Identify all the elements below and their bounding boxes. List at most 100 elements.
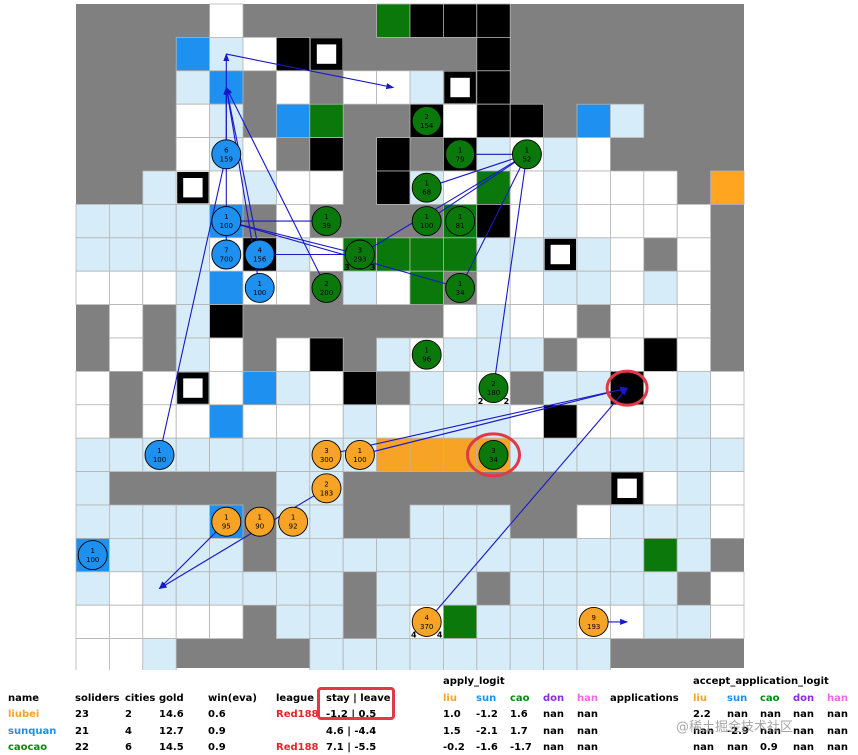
unit-count-label: 1 [424,213,428,221]
map-cell [376,237,411,272]
map-cell [109,538,144,573]
map-cell [275,337,311,372]
map-cell [376,337,411,372]
map-cell [576,237,611,272]
corner-count-label: 4 [437,631,443,640]
map-cell [109,237,144,272]
map-cell [342,638,378,670]
map-cell [142,203,177,239]
map-cell [509,237,545,272]
map-cell [142,638,177,670]
unit-soldiers-label: 34 [489,456,498,464]
row-liubei-accept-han: nan [827,709,848,720]
map-cell [643,504,678,539]
map-cell [409,437,444,473]
map-cell [610,437,645,473]
army-unit [578,606,609,637]
map-cell [442,504,478,539]
row-liubei-accept-sun: nan [727,709,748,720]
map-cell [442,337,478,372]
map-cell [543,203,578,239]
map-cell [610,270,645,306]
map-cell [576,638,611,670]
map-cell [275,604,311,640]
unit-count-label: 2 [324,280,328,288]
map-cell [342,538,378,573]
unit-soldiers-label: 100 [353,456,366,464]
map-cell [142,538,177,573]
army-unit [311,272,342,303]
move-arrow [158,153,228,456]
row-liubei-soliders: 23 [75,709,89,720]
army-unit [478,439,509,470]
map-cell [242,404,277,439]
map-cell [610,404,645,439]
accept-logit-title: accept_application_logit [693,676,829,687]
board-svg: 6159110077004156110011001100215417915216… [75,3,745,670]
map-cell [610,571,645,606]
army-unit [311,439,342,470]
move-arrow [459,154,528,289]
map-cell [610,304,645,339]
map-cell [476,337,511,372]
map-cell [309,571,344,606]
map-cell [309,370,344,406]
map-cell [643,404,678,439]
unit-soldiers-label: 52 [522,155,531,163]
map-cell [509,103,545,138]
unit-soldiers-label: 96 [422,356,431,364]
unit-soldiers-label: 370 [420,623,433,631]
map-cell [275,270,311,306]
map-cell [209,304,244,339]
map-cell [576,437,611,473]
map-cell [376,137,411,172]
unit-count-label: 1 [257,280,261,288]
unit-count-label: 4 [424,614,429,622]
army-unit [244,272,275,303]
map-cell [442,604,478,640]
map-cell [576,103,611,138]
unit-count-label: 1 [458,280,462,288]
map-cell [509,538,545,573]
unit-count-label: 1 [224,514,228,522]
map-cell [376,604,411,640]
army-unit [445,272,476,303]
map-cell [409,270,444,306]
fortress-icon [611,472,643,505]
map-cell [309,638,344,670]
map-cell [676,337,712,372]
map-cell [309,137,344,172]
unit-count-label: 1 [458,213,462,221]
map-cell [576,538,611,573]
map-cell [543,404,578,439]
row-sunquan-accept-sun: -2.9 [727,726,749,737]
map-cell [710,437,745,473]
map-cell [576,137,611,172]
map-cell [209,270,244,306]
move-arrow [226,53,395,90]
unit-soldiers-label: 293 [353,256,366,264]
map-cell [209,604,244,640]
map-cell [509,571,545,606]
row-caocao-cities: 6 [125,742,132,753]
unit-soldiers-label: 90 [255,523,264,531]
unit-count-label: 2 [424,113,428,121]
row-liubei-stay: -1.2 | 0.5 [326,709,377,720]
map-cell [643,337,678,372]
unit-count-label: 4 [257,247,262,255]
map-cell [376,538,411,573]
map-cell [442,304,478,339]
map-cell [242,571,277,606]
map-cell [543,137,578,172]
map-cell [109,337,144,372]
map-cell [576,504,611,539]
map-cell [109,571,144,606]
map-cell [576,170,611,205]
map-cell [643,270,678,306]
map-cell [109,604,144,640]
move-arrow [224,86,261,255]
row-sunquan-accept-liu: nan [693,726,714,737]
map-cell [275,571,311,606]
unit-soldiers-label: 95 [222,523,231,531]
